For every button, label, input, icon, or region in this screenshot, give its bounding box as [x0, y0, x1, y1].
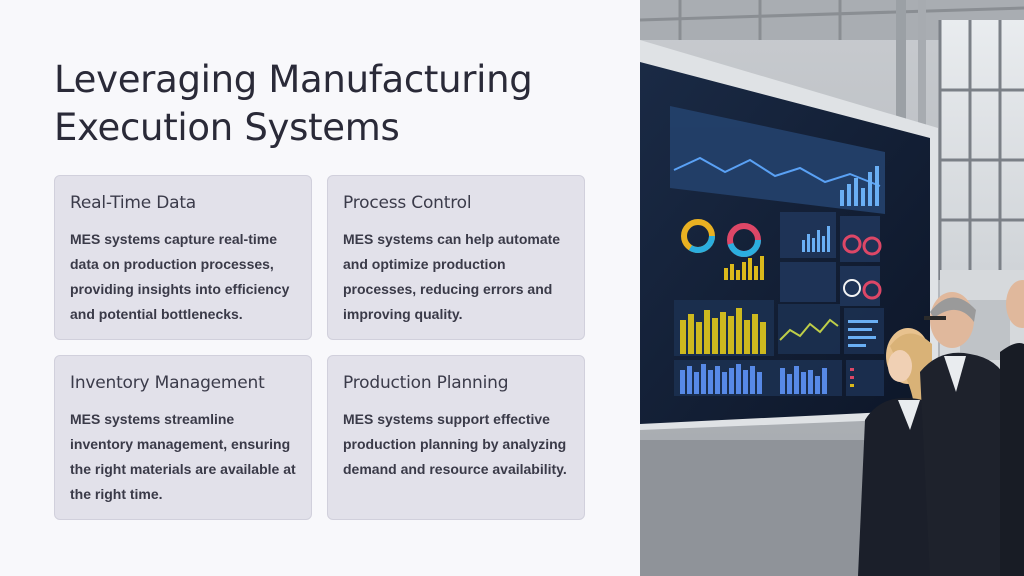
card-body: MES systems support effective production…: [343, 411, 567, 477]
card-title: Inventory Management: [70, 373, 265, 393]
card-body: MES systems streamline inventory managem…: [70, 411, 296, 502]
card-process-control: Process Control MES systems can help aut…: [327, 175, 585, 340]
content-panel: Leveraging Manufacturing Execution Syste…: [54, 58, 585, 520]
person-edge: [1000, 280, 1024, 576]
factory-dashboard-photo: [640, 0, 1024, 576]
card-title: Production Planning: [343, 373, 509, 393]
card-body: MES systems can help automate and optimi…: [343, 231, 561, 322]
card-production-planning: Production Planning MES systems support …: [327, 355, 585, 520]
card-body: MES systems capture real-time data on pr…: [70, 231, 290, 322]
card-title: Process Control: [343, 193, 472, 213]
card-title: Real-Time Data: [70, 193, 197, 213]
card-inventory-management: Inventory Management MES systems streaml…: [54, 355, 312, 520]
person-man: [920, 292, 1016, 576]
card-real-time-data: Real-Time Data MES systems capture real-…: [54, 175, 312, 340]
slide-title: Leveraging Manufacturing Execution Syste…: [54, 58, 533, 149]
